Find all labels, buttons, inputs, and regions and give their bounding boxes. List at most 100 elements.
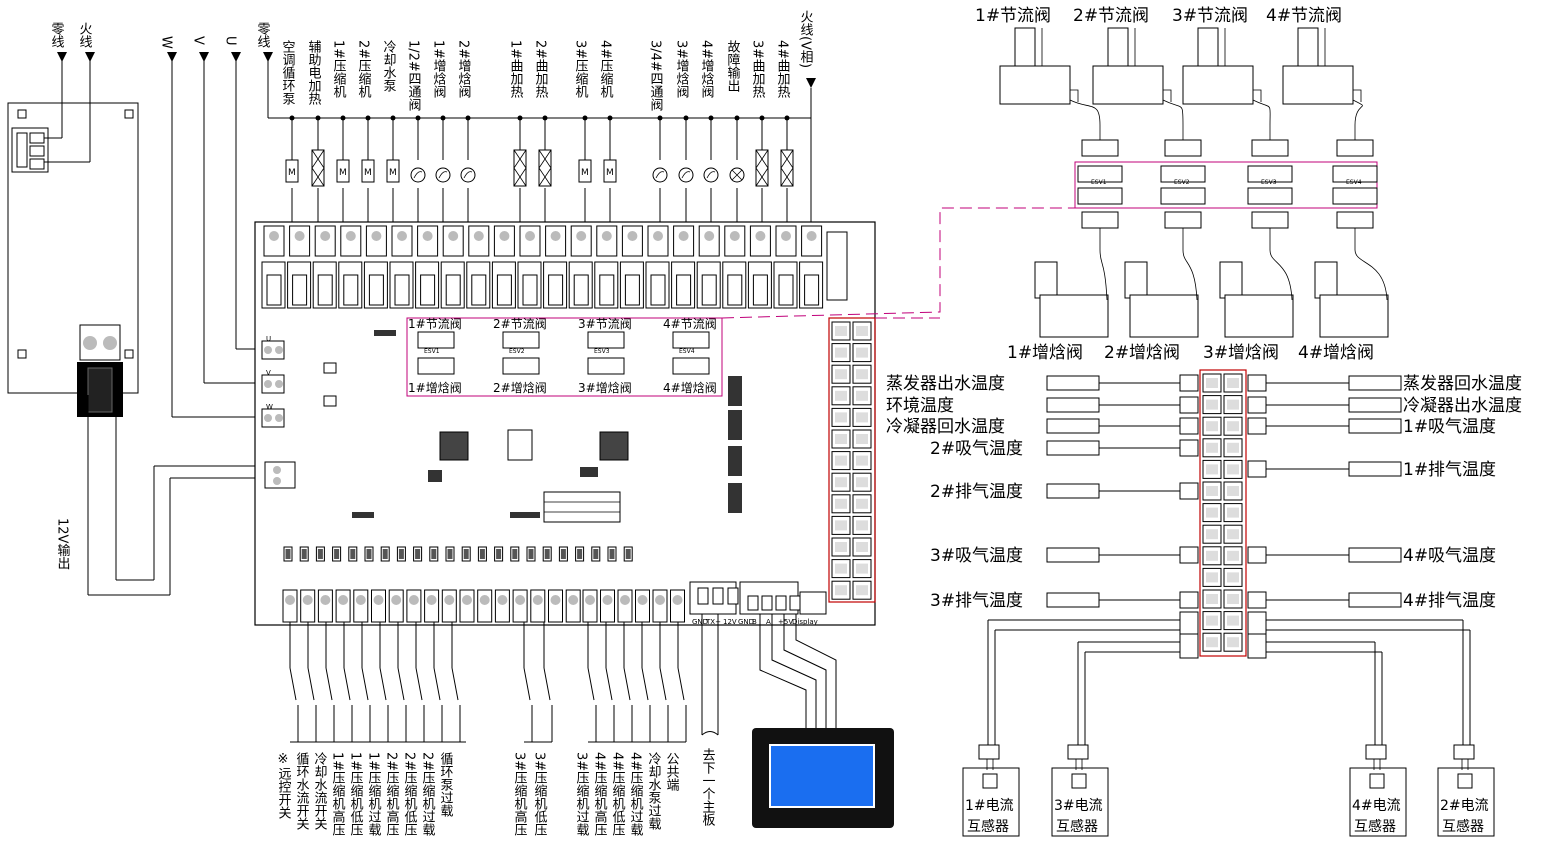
- sensor-terminal-strip: [1199, 369, 1247, 657]
- load-label: 4#曲加热: [775, 40, 791, 99]
- valve-connector-code: ESV1: [1091, 179, 1107, 186]
- valve-connector-code: ESV3: [1261, 179, 1277, 186]
- ct-coil-icon: [1369, 773, 1385, 789]
- load-6: 1/2#四通阀: [406, 40, 426, 230]
- ct-sub: 互感器: [1442, 818, 1484, 835]
- load-label: 故障输出: [725, 40, 741, 92]
- enthalpy-valve-label: 2#增焓阀: [1104, 343, 1180, 363]
- input-label: 3#压缩机低压: [532, 752, 548, 837]
- temp-probe-icon: [1046, 418, 1100, 434]
- load-14: 3#增焓阀: [674, 40, 694, 230]
- load-label: 2#压缩机: [356, 40, 372, 100]
- sensor-label-right: 1#吸气温度: [1403, 417, 1496, 437]
- input-label: 2#压缩机高压: [384, 752, 400, 837]
- motor-icon: [603, 159, 617, 183]
- sensor-label-left: 蒸发器出水温度: [886, 374, 1005, 394]
- heater-icon: [513, 149, 527, 187]
- term-w-label: W: [266, 403, 273, 411]
- comm-pin-label: B: [752, 618, 757, 626]
- load-label: 1#增焓阀: [431, 40, 447, 99]
- throttle-valve-icon: [1197, 27, 1219, 67]
- load-label: 2#增焓阀: [456, 40, 472, 99]
- ct-name: 2#电流: [1440, 798, 1489, 814]
- load-label: 1#曲加热: [508, 40, 524, 99]
- valve-icon: [435, 167, 451, 183]
- input-label: 冷却水流开关: [312, 752, 328, 830]
- output-12v-label: 12V输出: [55, 518, 71, 570]
- heater-icon: [780, 149, 794, 187]
- load-15: 4#增焓阀: [699, 40, 719, 230]
- load-9: 1#曲加热: [508, 40, 527, 230]
- enthalpy-valve-label: 3#增焓阀: [1203, 343, 1279, 363]
- load-17: 3#曲加热: [750, 40, 769, 230]
- throttle-valve-label: 1#节流阀: [975, 6, 1051, 26]
- input-label: 循环泵过载: [438, 752, 454, 818]
- sensor-label-left: 环境温度: [886, 396, 954, 416]
- load-10: 2#曲加热: [533, 40, 552, 230]
- board-eev-bottom-label: 2#增焓阀: [493, 380, 547, 395]
- input-label: ※远控开关: [276, 752, 292, 819]
- sensor-label-right: 冷凝器出水温度: [1403, 396, 1522, 416]
- input-label: 3#压缩机过载: [574, 752, 590, 838]
- phase-v-label: V: [191, 36, 206, 45]
- board-eev-bottom-label: 4#增焓阀: [663, 380, 717, 395]
- comm-pin-label: GND: [738, 618, 754, 626]
- load-label: 1#压缩机: [331, 40, 347, 100]
- input-label: 1#压缩机过载: [366, 752, 382, 838]
- chips: [323, 330, 742, 523]
- motor-icon: [285, 159, 299, 183]
- load-label: 辅助电加热: [306, 40, 322, 105]
- status-led-row: [283, 546, 633, 562]
- neutral-arrow: [57, 52, 67, 62]
- temp-probe-icon: [1348, 418, 1402, 434]
- sensor-label-left: 2#排气温度: [930, 482, 1023, 502]
- power-labels: 零线 火线 W V U 零线 火线(V相) 12V输出: [49, 10, 814, 570]
- load-label: 3#增焓阀: [674, 40, 690, 99]
- ct-coil-icon: [982, 773, 998, 789]
- next-board-wires: [701, 614, 719, 736]
- load-label: 3#压缩机: [573, 40, 589, 100]
- valve-icon: [652, 167, 668, 183]
- sensor-connector-column: [828, 317, 876, 603]
- motor-icon-glyph: M: [364, 168, 372, 178]
- ct-coil-icon: [1071, 773, 1087, 789]
- enthalpy-valve-icon: [1219, 261, 1243, 299]
- valve-icon: [678, 167, 694, 183]
- input-label: 4#压缩机低压: [610, 752, 626, 837]
- input-label: 循环水流开关: [294, 752, 310, 830]
- board-eev-code: ESV4: [679, 348, 695, 355]
- relay-row: [261, 225, 848, 309]
- input-switch-wiring: [289, 622, 687, 743]
- ct-coil-icon: [1457, 773, 1473, 789]
- enthalpy-valve-icon: [1124, 261, 1148, 299]
- next-board-label: 去下一个主板: [700, 748, 716, 827]
- load-label: 1/2#四通阀: [406, 40, 422, 111]
- enthalpy-valve-label: 1#增焓阀: [1007, 343, 1083, 363]
- temp-probe-icon: [1348, 461, 1402, 477]
- heater-icon: [538, 149, 552, 187]
- throttle-valve-label: 4#节流阀: [1266, 6, 1342, 26]
- phase-u-label: U: [223, 36, 238, 46]
- sensor-label-left: 2#吸气温度: [930, 439, 1023, 459]
- load-label: 3/4#四通阀: [648, 40, 664, 111]
- temp-probe-icon: [1348, 592, 1402, 608]
- bottom-input-terminals: [282, 589, 685, 623]
- motor-icon-glyph: M: [581, 168, 589, 178]
- load-16: 故障输出: [725, 40, 745, 230]
- ct-name: 3#电流: [1054, 798, 1103, 814]
- load-label: 冷却水泵: [381, 40, 397, 92]
- load-11: 3#压缩机 M: [573, 40, 592, 230]
- valve-icon: [410, 167, 426, 183]
- ct-sub: 互感器: [967, 818, 1009, 835]
- phase-w-label: W: [159, 36, 174, 49]
- live-v-label: 火线(V相): [798, 10, 814, 68]
- input-label: 4#压缩机过载: [628, 752, 644, 838]
- power-supply-module: [7, 102, 139, 417]
